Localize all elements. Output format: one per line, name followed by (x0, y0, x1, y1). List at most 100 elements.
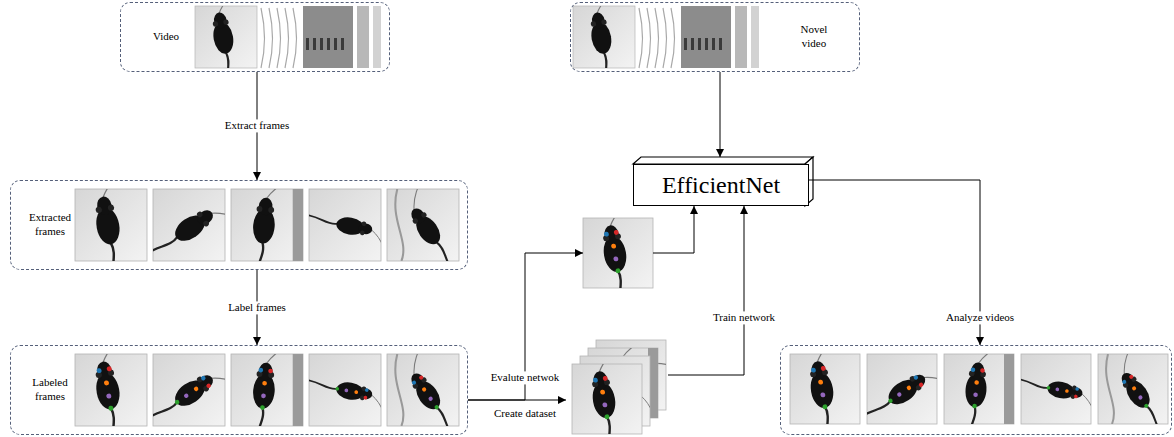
mouse-ear (212, 21, 218, 27)
mouse-ear (223, 19, 229, 25)
frame-ground (867, 354, 937, 424)
keypoint-dot (108, 405, 114, 411)
mouse (86, 354, 147, 426)
frame-edge (663, 8, 667, 68)
keypoint-dot (268, 368, 273, 373)
frame-content (248, 354, 303, 426)
keypoint-dot (1131, 386, 1137, 392)
edge-label: Create dataset (492, 407, 558, 420)
frame-ground (790, 354, 860, 424)
mouse-ear (590, 21, 596, 27)
frame-ground (309, 354, 381, 426)
mouse-ear (107, 204, 114, 211)
blurred-frame-stripe (306, 38, 309, 50)
edge-label: Label frames (226, 301, 288, 314)
headstage-cable (1076, 394, 1091, 424)
mouse (248, 354, 303, 426)
frame-ground (309, 189, 381, 261)
keypoint-dot (604, 231, 610, 237)
keypoint-dot (106, 393, 112, 399)
mouse-ear (268, 207, 274, 213)
blurred-frame-stripe (719, 38, 722, 50)
mouse-head (810, 360, 827, 380)
keypoint-dot (262, 381, 267, 386)
node-label: Novel video (793, 23, 835, 51)
mouse (309, 374, 381, 426)
blurred-frame (751, 6, 759, 68)
frame-ground (195, 6, 257, 68)
keypoint-dot (1065, 389, 1069, 393)
keypoint-dot (344, 388, 348, 392)
blurred-frame (681, 6, 731, 68)
mouse (867, 354, 937, 424)
keypoint-dot (602, 402, 608, 408)
keypoint-dot (906, 385, 912, 391)
frame-content (582, 6, 635, 68)
edge-label: Extract frames (223, 119, 291, 132)
frame-ground (75, 189, 147, 261)
mouse (1021, 374, 1091, 424)
mouse (582, 364, 642, 434)
headstage-cable (593, 364, 642, 372)
blurred-frame-stripe (320, 38, 323, 50)
frame-content (1021, 374, 1091, 424)
frame-content (1100, 354, 1168, 424)
mouse-tail (603, 417, 617, 434)
keypoint-dot (1075, 387, 1079, 391)
headstage-cable (924, 360, 937, 411)
mouse-tail (966, 406, 975, 424)
video-frame (231, 165, 313, 292)
cage-wall (395, 189, 403, 261)
keypoint-dot (887, 398, 893, 404)
keypoint-dot (200, 375, 206, 381)
mouse-ear (202, 220, 210, 228)
mouse-ear (360, 230, 365, 235)
network-box: EfficientNet (633, 164, 809, 206)
keypoint-dot (260, 405, 265, 410)
headstage-cable (1108, 354, 1156, 375)
keypoint-dot (604, 414, 610, 420)
dataset-stack (566, 338, 668, 436)
blurred-frame-stripe (341, 38, 344, 50)
keypoint-dot (354, 390, 358, 394)
frame-ground (1098, 354, 1168, 424)
frame-content (389, 354, 459, 426)
node-label: Video (141, 30, 191, 44)
mouse-tail (433, 242, 459, 261)
frame-content (153, 189, 225, 261)
mouse-ear (412, 217, 419, 224)
keypoint-dot (811, 367, 817, 373)
headstage-cable (266, 189, 303, 203)
blurred-frame-stripe (705, 38, 708, 50)
keypoint-dot (258, 368, 263, 373)
headstage-cable (266, 354, 303, 368)
headstage-cable (365, 230, 381, 261)
keypoint-dot (1143, 403, 1149, 409)
frame-content (153, 354, 225, 426)
frame-edge (671, 8, 675, 68)
mouse (1100, 354, 1168, 424)
frame-ground (75, 354, 147, 426)
headstage-cable (811, 354, 860, 362)
frame-content (960, 354, 1014, 424)
mouse-tail (153, 234, 178, 261)
mouse (153, 354, 225, 426)
video-frame (573, 0, 650, 95)
headstage-cable (211, 360, 225, 412)
video-panel: Novel video (570, 2, 860, 72)
frame-content (309, 374, 381, 426)
keypoint-dot (363, 395, 367, 399)
headstage-cable (397, 354, 446, 375)
video-frame (75, 320, 165, 437)
mouse (593, 218, 653, 288)
blurred-frame (303, 6, 353, 68)
keypoint-dot (613, 256, 619, 262)
edge-label: Evalute netwok (489, 371, 562, 384)
mouse (153, 189, 225, 261)
video-frame (572, 331, 659, 437)
keypoint-dot (980, 368, 985, 373)
keypoint-dot (820, 392, 826, 398)
mouse-tail (254, 242, 264, 261)
